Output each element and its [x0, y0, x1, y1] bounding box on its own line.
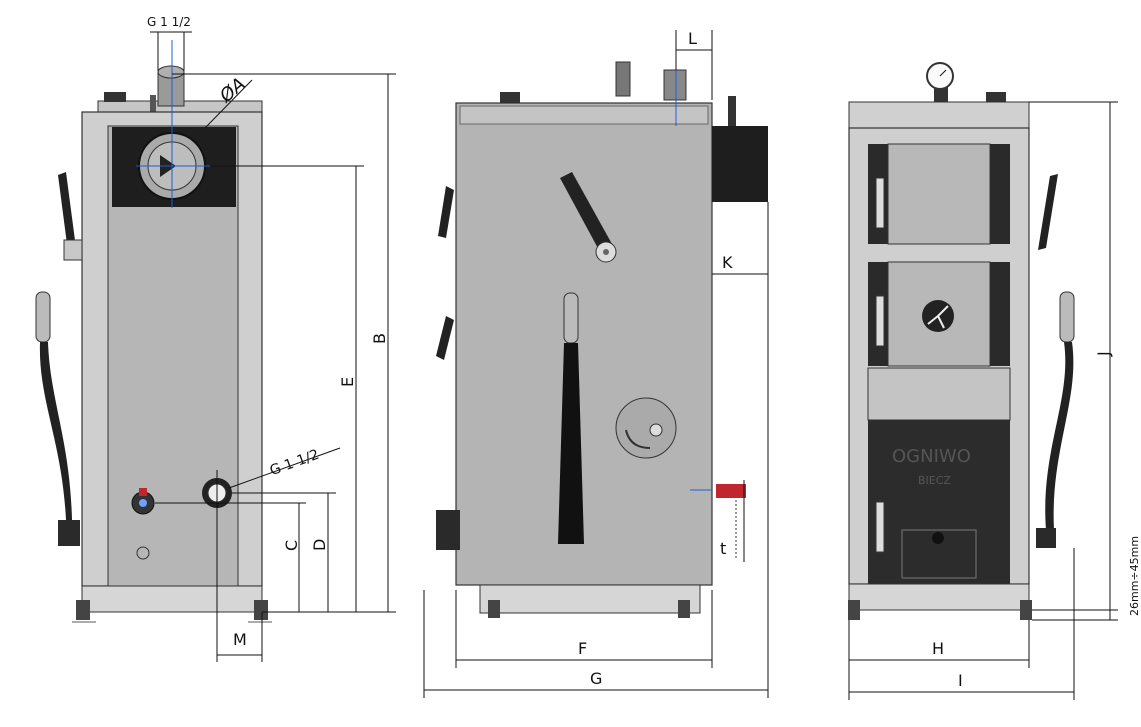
side-panel [455, 102, 713, 586]
brush-tool-icon [35, 291, 80, 546]
label-b: B [370, 333, 389, 344]
side-view: L K t F G [423, 29, 769, 698]
door-handle-icon [875, 177, 885, 553]
upper-door [887, 143, 991, 245]
label-g-bottom: G [590, 669, 602, 688]
label-j: J [1094, 351, 1113, 357]
label-d: D [310, 539, 329, 551]
label-i: I [958, 671, 963, 690]
label-leg-range: 26mm÷45mm [1128, 536, 1141, 616]
label-m: M [233, 630, 247, 649]
rear-view: G 1 1/2 ØA B E G 1 1/2 D C M [35, 15, 396, 662]
label-h: H [932, 639, 944, 658]
label-c: C [282, 540, 301, 551]
gauge-icon [926, 62, 954, 104]
brush-tool-icon [558, 292, 584, 544]
brand-sub: BIECZ [918, 474, 951, 487]
damper-lever [560, 172, 612, 252]
label-f: F [578, 639, 587, 658]
top-port-left [104, 92, 126, 102]
lower-door [868, 420, 1010, 584]
label-l: L [688, 29, 697, 48]
front-view: OGNIWO BIECZ J 26mm÷45mm [848, 62, 1141, 700]
side-flue-outlet [712, 126, 768, 202]
label-k: K [722, 253, 733, 272]
label-t: t [720, 539, 726, 558]
label-g-top: G 1 1/2 [147, 15, 191, 29]
rear-lever [58, 172, 76, 252]
valve-icon [716, 484, 746, 498]
label-g-side: G 1 1/2 [268, 447, 322, 480]
label-e: E [338, 377, 357, 387]
brand-name: OGNIWO [892, 446, 971, 467]
damper-icon [615, 397, 677, 459]
damper-icon [922, 300, 954, 332]
brush-tool-icon [1036, 291, 1075, 548]
